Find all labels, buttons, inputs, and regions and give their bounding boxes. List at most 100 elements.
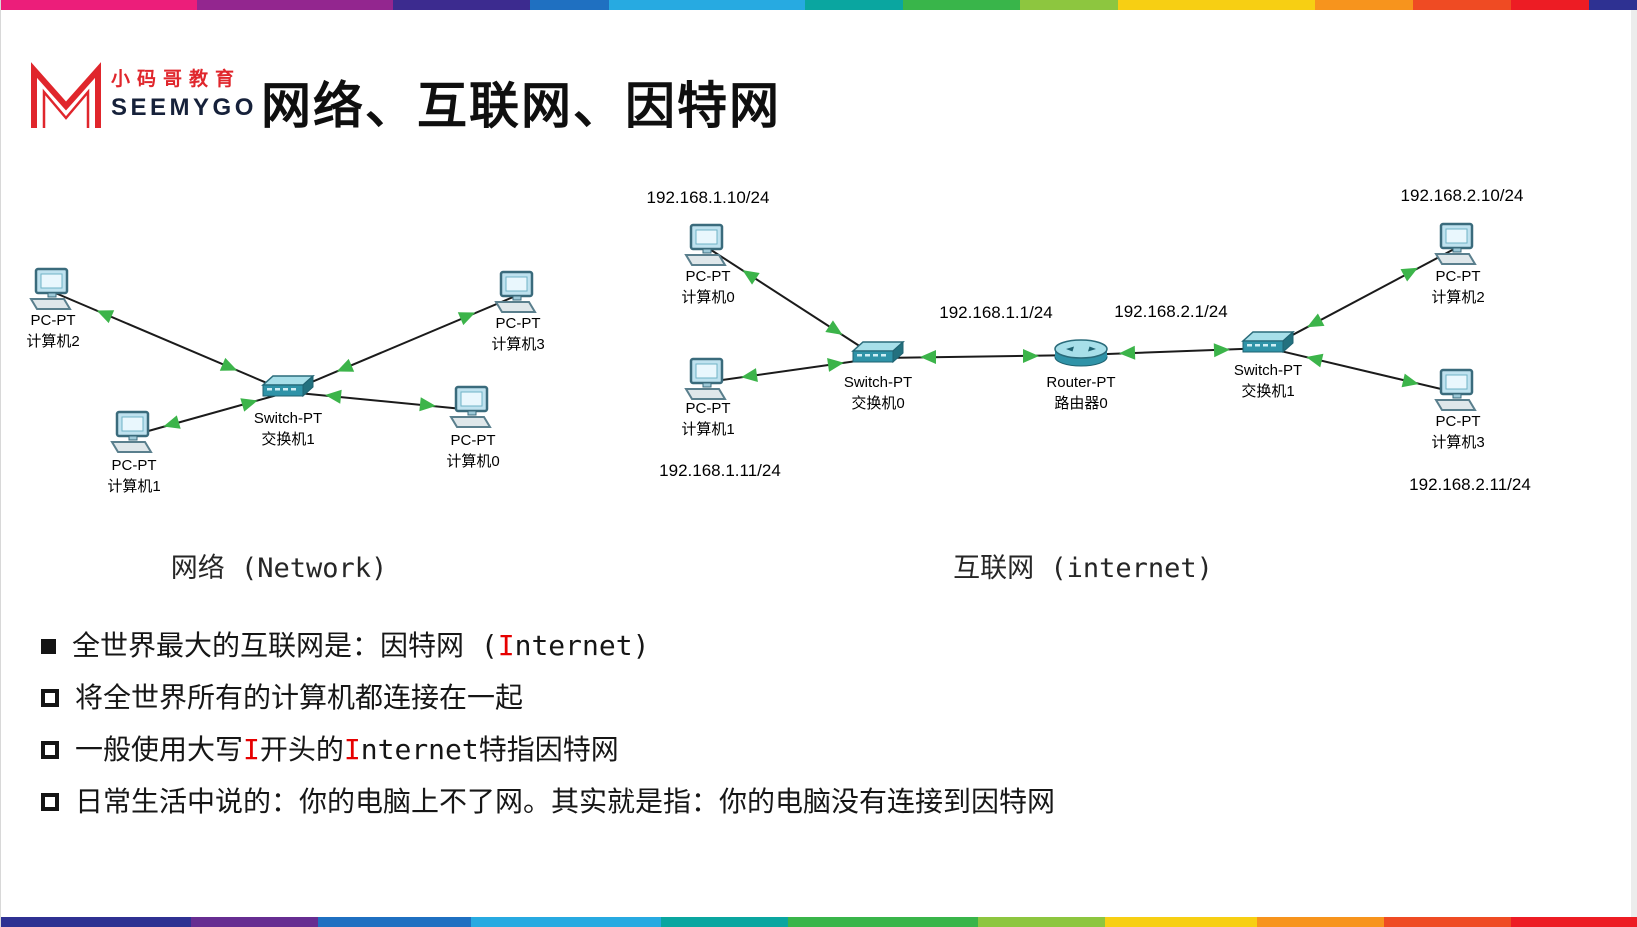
bullet-item-1: 全世界最大的互联网是：因特网 (Internet) xyxy=(41,630,1055,662)
bullet-text: 日常生活中说的：你的电脑上不了网。其实就是指：你的电脑没有连接到因特网 xyxy=(75,786,1055,818)
stripe-segment xyxy=(1510,0,1590,10)
stripe-segment xyxy=(1314,0,1413,10)
pc-icon xyxy=(110,410,153,454)
device-model: PC-PT xyxy=(685,400,731,417)
stripe-segment xyxy=(1,917,192,927)
pc-icon xyxy=(29,267,72,311)
bullet-text-segment: I xyxy=(343,733,361,766)
device-name: 交换机0 xyxy=(851,395,905,412)
right-edge-gutter xyxy=(1631,10,1637,917)
internet-topology-diagram xyxy=(684,222,1477,412)
bullet-marker-hollow xyxy=(41,793,59,811)
bullet-item-3: 一般使用大写I开头的Internet特指因特网 xyxy=(41,734,1055,766)
bullet-text: 一般使用大写I开头的Internet特指因特网 xyxy=(75,734,619,766)
stripe-segment xyxy=(1020,0,1119,10)
stripe-segment xyxy=(902,0,1021,10)
pc-icon xyxy=(449,385,492,429)
stripe-segment xyxy=(197,0,394,10)
stripe-segment xyxy=(470,917,661,927)
pc-icon xyxy=(1434,368,1477,412)
ip-label-inet-pc2: 192.168.2.10/24 xyxy=(1400,186,1524,205)
label-net-pc3: PC-PT 计算机3 xyxy=(491,313,544,355)
device-name: 计算机1 xyxy=(681,421,735,438)
device-name: 计算机0 xyxy=(681,289,735,306)
device-model: PC-PT xyxy=(450,432,496,449)
bullet-item-2: 将全世界所有的计算机都连接在一起 xyxy=(41,682,1055,714)
label-inet-pc1: PC-PT 计算机1 xyxy=(681,398,734,440)
ip-label-router-right: 192.168.2.1/24 xyxy=(1114,302,1228,321)
label-net-switch1: Switch-PT 交换机1 xyxy=(254,408,322,450)
internet-caption: 互联网 (internet) xyxy=(953,553,1213,584)
ip-label-inet-pc1: 192.168.1.11/24 xyxy=(659,461,781,480)
bullet-text-segment: 一般使用大写 xyxy=(75,734,244,765)
device-name: 计算机0 xyxy=(446,453,500,470)
device-name: 计算机3 xyxy=(1431,434,1485,451)
bullet-text-segment: nternet xyxy=(360,733,479,766)
stripe-segment xyxy=(608,0,805,10)
bullet-text-segment: 日常生活中说的：你的电脑上不了网。其实就是指：你的电脑没有连接到因特网 xyxy=(75,786,1056,817)
stripe-segment xyxy=(1412,0,1511,10)
link-lines xyxy=(707,246,1459,394)
stripe-segment xyxy=(787,917,979,927)
stripe-segment xyxy=(393,0,531,10)
device-model: PC-PT xyxy=(1435,413,1481,430)
device-name: 计算机2 xyxy=(26,333,80,350)
device-model: PC-PT xyxy=(1435,268,1481,285)
bullet-text-segment: 将全世界所有的计算机都连接在一起 xyxy=(75,682,524,713)
stripe-segment xyxy=(1257,917,1385,927)
stripe-segment xyxy=(660,917,788,927)
device-model: PC-PT xyxy=(495,315,541,332)
device-model: Router-PT xyxy=(1046,374,1116,391)
device-name: 计算机1 xyxy=(107,478,161,495)
bullet-text-segment: 全世界最大的互联网是：因特网 xyxy=(72,630,465,661)
device-model: Switch-PT xyxy=(1233,362,1303,379)
bullet-text: 将全世界所有的计算机都连接在一起 xyxy=(75,682,523,714)
pc-icon xyxy=(684,223,727,267)
stripe-segment xyxy=(318,917,471,927)
stripe-segment xyxy=(1105,917,1258,927)
switch-icon xyxy=(1242,331,1294,353)
ip-label-inet-pc3: 192.168.2.11/24 xyxy=(1409,475,1531,494)
label-net-pc1: PC-PT 计算机1 xyxy=(107,455,160,497)
pc-icon xyxy=(494,270,537,314)
network-caption: 网络 (Network) xyxy=(170,553,388,584)
brand-logo: 小码哥教育 SEEMYGO xyxy=(27,58,257,132)
stripe-segment xyxy=(804,0,903,10)
ip-label-inet-pc0: 192.168.1.10/24 xyxy=(646,188,770,207)
device-model: PC-PT xyxy=(111,457,157,474)
stripe-segment xyxy=(530,0,609,10)
device-name: 交换机1 xyxy=(1241,383,1295,400)
bullet-text-segment: 开头的 xyxy=(259,734,344,765)
router-icon xyxy=(1054,339,1108,367)
device-model: PC-PT xyxy=(30,312,76,329)
bullet-marker-filled xyxy=(41,638,56,654)
label-inet-switch0: Switch-PT 交换机0 xyxy=(844,372,912,414)
brand-name-en: SEEMYGO xyxy=(111,94,257,121)
bullet-list: 全世界最大的互联网是：因特网 (Internet) 将全世界所有的计算机都连接在… xyxy=(41,630,1055,838)
pc-icon xyxy=(684,357,727,401)
device-name: 计算机3 xyxy=(491,336,545,353)
stripe-segment xyxy=(1589,0,1637,10)
bullet-text-segment: ( xyxy=(464,629,498,662)
pc-icon xyxy=(1434,222,1477,266)
bullet-marker-hollow xyxy=(41,689,59,707)
device-model: Switch-PT xyxy=(843,374,913,391)
label-inet-switch1: Switch-PT 交换机1 xyxy=(1234,360,1302,402)
label-net-pc0: PC-PT 计算机0 xyxy=(446,430,499,472)
network-topology-diagram xyxy=(29,267,537,454)
stripe-segment xyxy=(1,0,198,10)
label-inet-pc3: PC-PT 计算机3 xyxy=(1431,411,1484,453)
link-lines xyxy=(52,291,519,436)
bottom-stripe-bar xyxy=(1,917,1637,927)
bullet-text-segment: 特指因特网 xyxy=(478,734,619,765)
bullet-item-4: 日常生活中说的：你的电脑上不了网。其实就是指：你的电脑没有连接到因特网 xyxy=(41,786,1055,818)
stripe-segment xyxy=(1511,917,1637,927)
bullet-text: 全世界最大的互联网是：因特网 (Internet) xyxy=(72,630,649,662)
switch-icon xyxy=(262,375,314,397)
stripe-segment xyxy=(1384,917,1512,927)
stripe-segment xyxy=(1118,0,1315,10)
device-name: 交换机1 xyxy=(261,431,315,448)
switch-icon xyxy=(852,341,904,363)
bullet-text-segment: I xyxy=(497,629,515,662)
